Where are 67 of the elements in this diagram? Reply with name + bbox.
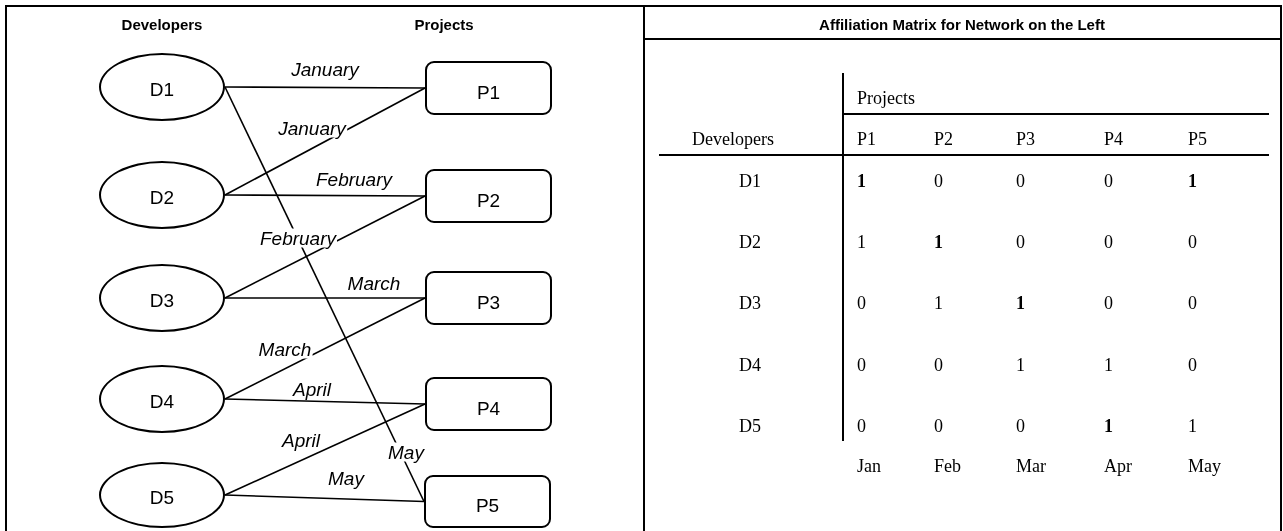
matrix-value: 0	[857, 294, 866, 312]
connector-line	[224, 86, 426, 89]
axis-heading: Developers	[692, 130, 774, 148]
connector-line	[224, 494, 425, 503]
matrix-value: 1	[1104, 356, 1113, 374]
edge-label: May	[387, 442, 425, 462]
connector-line	[224, 86, 425, 503]
connector-line	[224, 297, 426, 400]
matrix-value: 1	[1016, 356, 1025, 374]
connector-line	[224, 194, 426, 197]
row-header: D4	[739, 356, 761, 374]
matrix-value: 1	[934, 294, 943, 312]
row-header: D3	[739, 294, 761, 312]
matrix-value: 1	[934, 233, 943, 251]
row-header: D1	[739, 172, 761, 190]
matrix-value: 0	[1104, 294, 1113, 312]
matrix-value: 1	[857, 172, 866, 190]
matrix-value: 0	[857, 356, 866, 374]
project-box: P4	[425, 377, 552, 431]
month-label: Feb	[934, 457, 961, 475]
matrix-value: 0	[1104, 233, 1113, 251]
matrix-value: 1	[1104, 417, 1113, 435]
column-header: P5	[1188, 130, 1207, 148]
matrix-value: 0	[857, 417, 866, 435]
row-header: D2	[739, 233, 761, 251]
matrix-value: 0	[934, 172, 943, 190]
column-heading: Developers	[121, 16, 203, 32]
row-header: D5	[739, 417, 761, 435]
project-box: P2	[425, 169, 552, 223]
edge-label: February	[259, 228, 337, 248]
connector-line	[224, 87, 426, 196]
month-label: May	[1188, 457, 1221, 475]
connector-line	[224, 297, 426, 299]
matrix-value: 1	[1188, 172, 1197, 190]
matrix-value: 0	[1016, 172, 1025, 190]
developer-ellipse: D5	[99, 462, 225, 528]
matrix-value: 0	[1188, 356, 1197, 374]
matrix-value: 0	[1016, 417, 1025, 435]
matrix-value: 0	[934, 417, 943, 435]
month-label: Apr	[1104, 457, 1132, 475]
axis-heading: Projects	[857, 89, 915, 107]
connector-line	[224, 398, 426, 405]
matrix-value: 0	[1188, 233, 1197, 251]
column-header: P1	[857, 130, 876, 148]
developer-ellipse: D3	[99, 264, 225, 332]
project-box: P3	[425, 271, 552, 325]
month-label: Mar	[1016, 457, 1046, 475]
project-box: P5	[424, 475, 551, 528]
project-box: P1	[425, 61, 552, 115]
matrix-value: 0	[934, 356, 943, 374]
panel-title: Affiliation Matrix for Network on the Left	[819, 16, 1105, 32]
month-label: Jan	[857, 457, 881, 475]
matrix-value: 1	[1188, 417, 1197, 435]
matrix-value: 1	[857, 233, 866, 251]
column-header: P2	[934, 130, 953, 148]
matrix-value: 0	[1188, 294, 1197, 312]
developer-ellipse: D1	[99, 53, 225, 121]
column-header: P3	[1016, 130, 1035, 148]
matrix-value: 1	[1016, 294, 1025, 312]
connector-line	[224, 195, 426, 299]
developer-ellipse: D4	[99, 365, 225, 433]
matrix-value: 0	[1016, 233, 1025, 251]
connector-line	[224, 403, 426, 496]
column-heading: Projects	[414, 16, 474, 32]
column-header: P4	[1104, 130, 1123, 148]
matrix-value: 0	[1104, 172, 1113, 190]
developer-ellipse: D2	[99, 161, 225, 229]
